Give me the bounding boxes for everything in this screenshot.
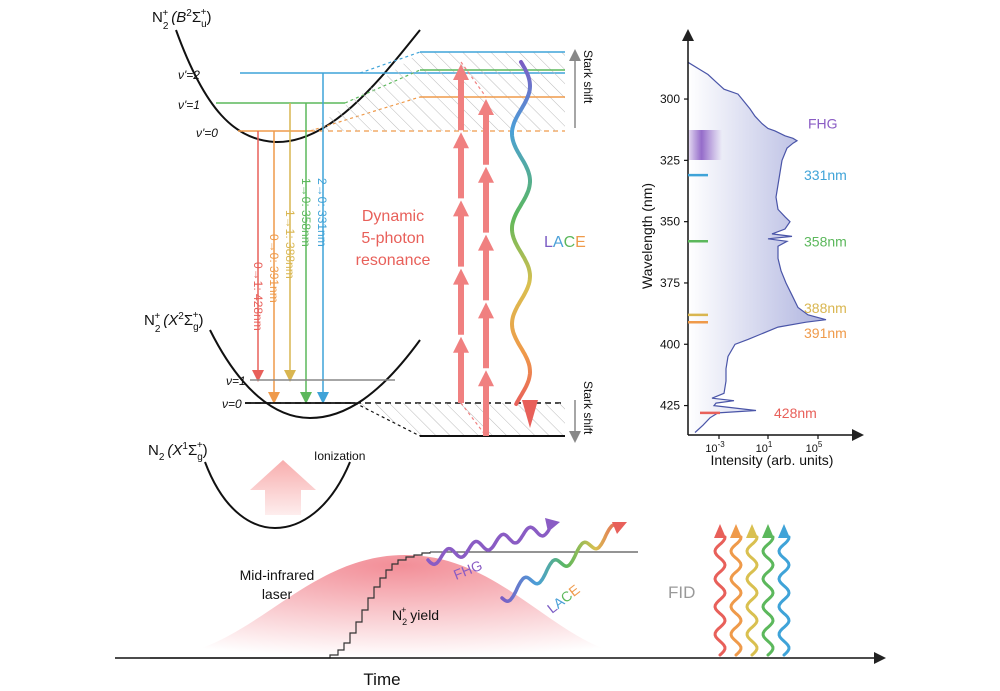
fid-label: FID bbox=[668, 583, 695, 602]
energy-diagram: N2+(B2Σu+) ν'=2 ν'=1 ν'=0 Stark shift St… bbox=[144, 7, 595, 530]
fid-wave bbox=[761, 535, 775, 657]
b-v2-dressing bbox=[359, 51, 421, 74]
spectral-annotation: 358nm bbox=[804, 233, 847, 249]
spectral-annotation: 331nm bbox=[804, 167, 847, 183]
spectrum-annotations: FHG 331nm 358nm 388nm 391nm 428nm bbox=[688, 115, 847, 421]
transition-label-358: 1→0: 358nm bbox=[299, 178, 313, 247]
fid-wave bbox=[729, 535, 743, 657]
photon-arrowhead-b-0 bbox=[478, 370, 494, 387]
dynamic-resonance-line3: resonance bbox=[356, 252, 431, 269]
laser-label-line1: Mid-infrared bbox=[240, 567, 315, 583]
spectrum-fill bbox=[688, 62, 826, 433]
fhg-emission-wave bbox=[426, 525, 551, 567]
bottom-hatch-region bbox=[355, 403, 565, 436]
fid-wave-arrowhead bbox=[714, 524, 726, 538]
spectral-annotation: FHG bbox=[808, 115, 838, 131]
x-ticks: 10-3 101 105 bbox=[705, 435, 823, 455]
b-state-curve bbox=[175, 29, 421, 144]
photon-arrowhead-b-4 bbox=[478, 99, 494, 115]
transition-label-331: 2→0: 331nm bbox=[315, 178, 329, 247]
stark-label-bottom: Stark shift bbox=[581, 381, 595, 435]
photon-arrowhead-a-4 bbox=[453, 64, 469, 80]
fhg-wave-arrowhead bbox=[545, 518, 560, 532]
fid-wave-arrowhead bbox=[730, 524, 742, 538]
ion-yield-staircase bbox=[150, 552, 431, 659]
fid-wave-arrowhead bbox=[746, 524, 758, 538]
lace-time-wave bbox=[500, 523, 621, 603]
laser-pulse-envelope bbox=[148, 555, 650, 658]
y-tick-label: 300 bbox=[660, 92, 680, 106]
fid-wave bbox=[745, 535, 759, 657]
ionization-label: Ionization bbox=[314, 449, 365, 463]
fid-wave bbox=[713, 535, 727, 657]
fid-wave-arrowhead bbox=[778, 524, 790, 538]
spectral-annotation: 391nm bbox=[804, 325, 847, 341]
top-hatch-region bbox=[310, 52, 565, 131]
label-b-v2: ν'=2 bbox=[178, 68, 200, 82]
photon-dressing-top bbox=[460, 61, 487, 98]
lace-letter-c: C bbox=[564, 234, 576, 251]
dynamic-resonance-line2: 5-photon bbox=[361, 230, 424, 247]
x-state-label: N2+(X2Σg+) bbox=[144, 310, 204, 335]
fid-wave bbox=[777, 535, 791, 657]
spectrum-chart: 300 325 350 375 400 425 10-3 101 105 FHG 331nm 35… bbox=[639, 29, 864, 468]
lace-letter-l: L bbox=[544, 234, 553, 251]
lace-letter-e: E bbox=[575, 234, 586, 251]
laser-label-line2: laser bbox=[262, 586, 293, 602]
timeline: Time Mid-infrared laser N2+ yield FHG LA… bbox=[115, 518, 886, 689]
y-axis-label: Wavelength (nm) bbox=[639, 183, 655, 289]
photon-arrowhead-b-3 bbox=[478, 166, 494, 183]
y-tick-label: 425 bbox=[660, 399, 680, 413]
x-state-curve bbox=[209, 329, 421, 420]
fhg-spectral-blob bbox=[688, 130, 722, 160]
photon-arrowhead-a-1 bbox=[453, 268, 469, 285]
x-v0-dressing bbox=[354, 402, 421, 437]
label-b-v0: ν'=0 bbox=[196, 126, 218, 140]
label-b-v1: ν'=1 bbox=[178, 98, 200, 112]
photon-arrowhead-a-3 bbox=[453, 132, 469, 149]
spectral-annotation: 388nm bbox=[804, 300, 847, 316]
spectrum-curve bbox=[687, 61, 827, 433]
y-tick-label: 350 bbox=[660, 215, 680, 229]
photon-arrows bbox=[453, 61, 494, 437]
stark-label-top: Stark shift bbox=[581, 50, 595, 104]
photon-arrowhead-a-0 bbox=[453, 336, 469, 353]
y-tick-label: 400 bbox=[660, 337, 680, 351]
photon-arrowhead-b-1 bbox=[478, 302, 494, 319]
photon-arrowhead-a-2 bbox=[453, 200, 469, 217]
ionization-arrow bbox=[250, 460, 316, 515]
time-label: Time bbox=[363, 670, 400, 689]
label-x-v0: ν=0 bbox=[222, 397, 242, 411]
neutral-curve bbox=[204, 461, 351, 530]
transition-label-388: 1→1: 388nm bbox=[283, 210, 297, 279]
transition-label-391: 0→0: 391nm bbox=[267, 234, 281, 303]
b-state-label: N2+(B2Σu+) bbox=[152, 7, 212, 32]
label-x-v1: ν=1 bbox=[226, 374, 246, 388]
x-tick-label: 10-3 bbox=[705, 440, 725, 455]
x-tick-label: 101 bbox=[756, 440, 773, 455]
neutral-state-label: N2(X1Σg+) bbox=[148, 440, 208, 463]
photon-dressing-bottom bbox=[460, 402, 487, 437]
lace-letter-a: A bbox=[553, 234, 564, 251]
dynamic-resonance-line1: Dynamic bbox=[362, 208, 424, 225]
lace-wave-arrowhead bbox=[522, 400, 538, 428]
x-tick-label: 105 bbox=[806, 440, 823, 455]
x-axis-label: Intensity (arb. units) bbox=[711, 452, 834, 468]
fid-wave-arrowhead bbox=[762, 524, 774, 538]
lace-emission-wave bbox=[509, 60, 533, 406]
lace-label: LACE bbox=[544, 234, 586, 251]
transition-label-428: 0→1: 428nm bbox=[251, 262, 265, 331]
lace-time-label: LACE bbox=[544, 581, 583, 616]
y-tick-label: 325 bbox=[660, 153, 680, 167]
lace-time-arrowhead bbox=[612, 522, 627, 534]
y-tick-label: 375 bbox=[660, 276, 680, 290]
yield-label: N2+ yield bbox=[392, 605, 439, 627]
spectral-annotation: 428nm bbox=[774, 405, 817, 421]
photon-arrowhead-b-2 bbox=[478, 234, 494, 251]
fid-waves bbox=[713, 524, 791, 657]
y-ticks: 300 325 350 375 400 425 bbox=[660, 92, 688, 413]
